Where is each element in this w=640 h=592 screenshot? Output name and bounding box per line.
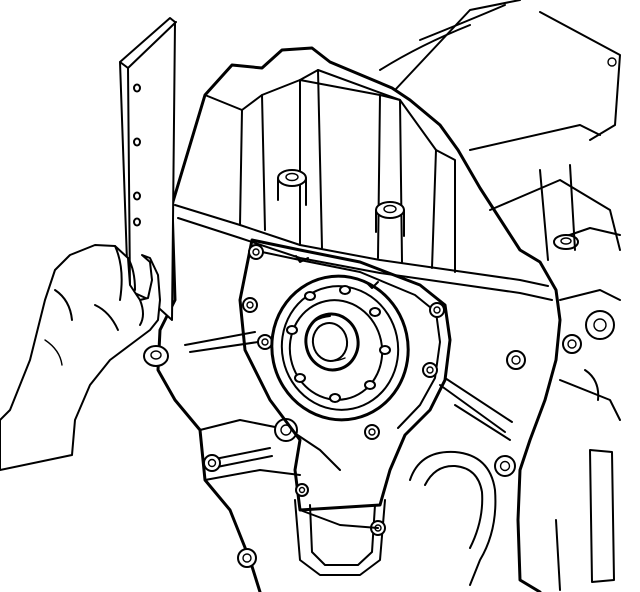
crankshaft-flange [270,274,410,422]
adjacent-housing [394,0,621,591]
technician-hand [0,244,161,471]
technician-sleeve [379,4,506,71]
rear-oil-seal-housing [238,238,452,536]
engine-block [143,46,562,592]
